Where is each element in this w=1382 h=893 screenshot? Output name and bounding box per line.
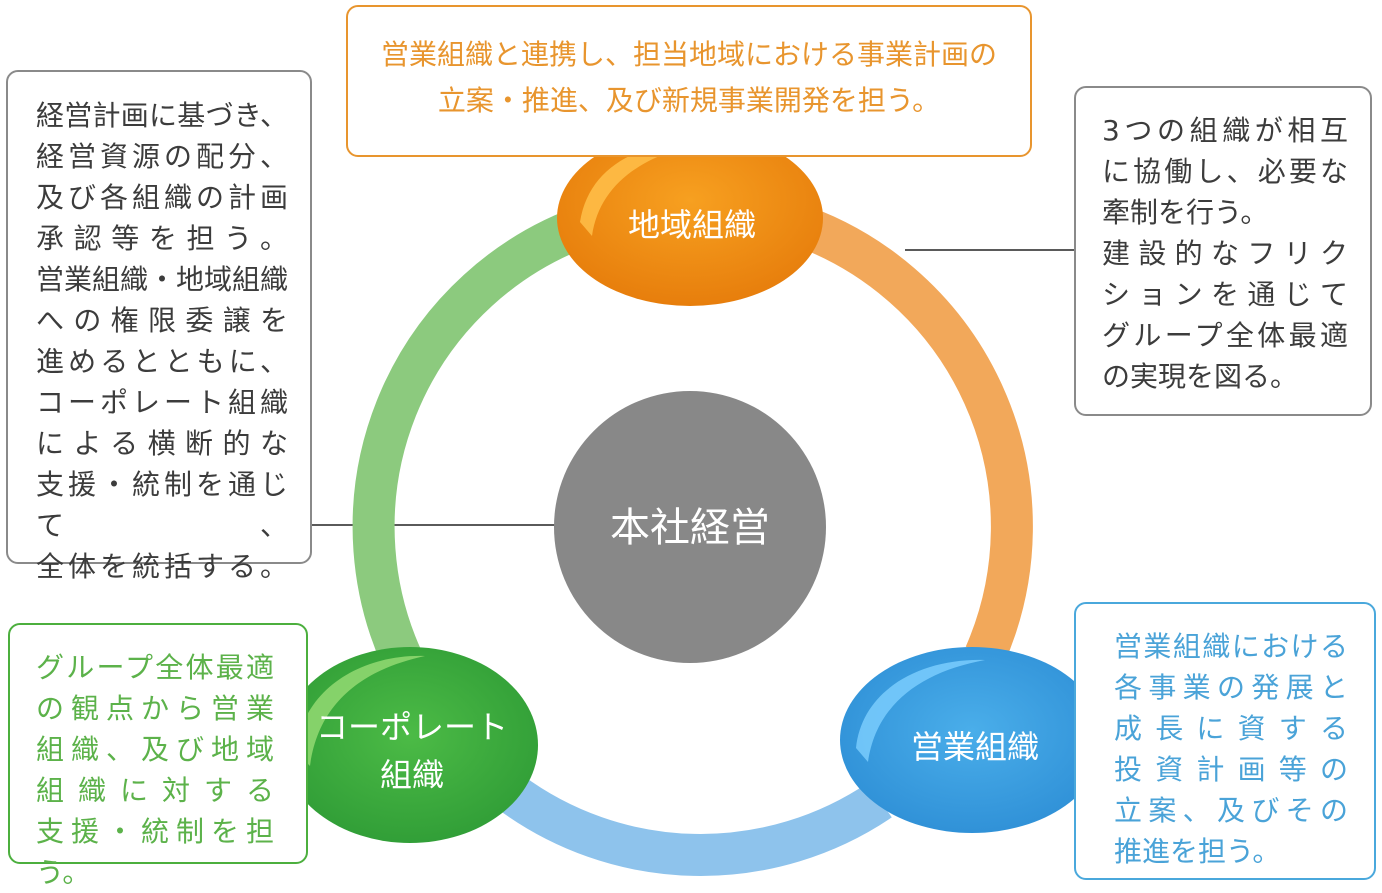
ring-arc-green: [352, 204, 597, 685]
corporate-node: コーポレート 組織: [282, 647, 538, 843]
callout-line: 立案・推進、及び新規事業開発を担う。: [437, 84, 941, 117]
callout-line: 牽制を行う。: [1102, 196, 1269, 229]
callout-regional-description: 営業組織と連携し、担当地域における事業計画の 立案・推進、及び新規事業開発を担う…: [346, 5, 1032, 157]
callout-line: 経営資源の配分、: [36, 140, 288, 173]
callout-line: 進めるとともに、: [36, 345, 288, 378]
corporate-node-label-line-1: コーポレート: [316, 708, 508, 746]
callout-head-office-description: 経営計画に基づき、 経営資源の配分、 及び各組織の計画 承認等を担う。 営業組織…: [6, 70, 312, 583]
callout-line: の実現を図る。: [1102, 360, 1299, 393]
callout-line: 支援・統制を通じて、: [36, 468, 288, 542]
center-node: [554, 391, 826, 663]
callout-line: に協働し、必要な: [1102, 155, 1348, 188]
callout-line: グループ全体最適: [36, 651, 274, 684]
callout-line: ションを通じて: [1102, 278, 1348, 311]
center-node-label: 本社経営: [610, 505, 770, 551]
callout-line: 及び各組織の計画: [36, 181, 288, 214]
callout-line: への権限委譲を: [36, 304, 288, 337]
callout-line: の観点から営業: [36, 692, 274, 725]
sales-node-label: 営業組織: [911, 728, 1039, 766]
ring-arc-blue: [497, 775, 892, 876]
callout-line: 承認等を担う。: [36, 222, 288, 255]
callout-line: 投資計画等の: [1114, 753, 1348, 786]
callout-collaboration-description: 3つの組織が相互 に協働し、必要な 牽制を行う。 建設的なフリク ションを通じて…: [1074, 86, 1372, 416]
callout-line: 立案、及びその: [1114, 794, 1348, 827]
callout-line: 成長に資する: [1114, 712, 1348, 745]
callout-line: 建設的なフリク: [1102, 237, 1348, 270]
callout-line: 支援・統制を担う。: [36, 815, 274, 889]
callout-line: 組織、及び地域: [36, 733, 274, 766]
callout-line: による横断的な: [36, 427, 288, 460]
regional-node-label: 地域組織: [628, 206, 756, 244]
callout-line: 経営計画に基づき、: [36, 99, 288, 132]
callout-line: 各事業の発展と: [1114, 671, 1348, 704]
callout-line: 営業組織における: [1114, 630, 1348, 663]
callout-line: 全体を統括する。: [36, 550, 288, 583]
sales-node: 営業組織: [840, 647, 1104, 833]
callout-line: コーポレート組織: [36, 386, 288, 419]
callout-line: 営業組織と連携し、担当地域における事業計画の: [380, 38, 997, 71]
corporate-node-label-line-2: 組織: [380, 756, 444, 794]
callout-sales-description: 営業組織における 各事業の発展と 成長に資する 投資計画等の 立案、及びその 推…: [1074, 602, 1376, 880]
callout-corporate-description: グループ全体最適 の観点から営業 組織、及び地域 組織に対する 支援・統制を担う…: [8, 623, 308, 889]
ring-arc-orange: [783, 202, 1033, 664]
callout-line: 3つの組織が相互: [1102, 114, 1348, 147]
regional-node: 地域組織: [557, 130, 823, 306]
callout-line: 組織に対する: [36, 774, 274, 807]
callout-line: 推進を担う。: [1114, 835, 1281, 868]
callout-line: 営業組織・地域組織: [36, 263, 289, 296]
callout-line: グループ全体最適: [1102, 319, 1348, 352]
